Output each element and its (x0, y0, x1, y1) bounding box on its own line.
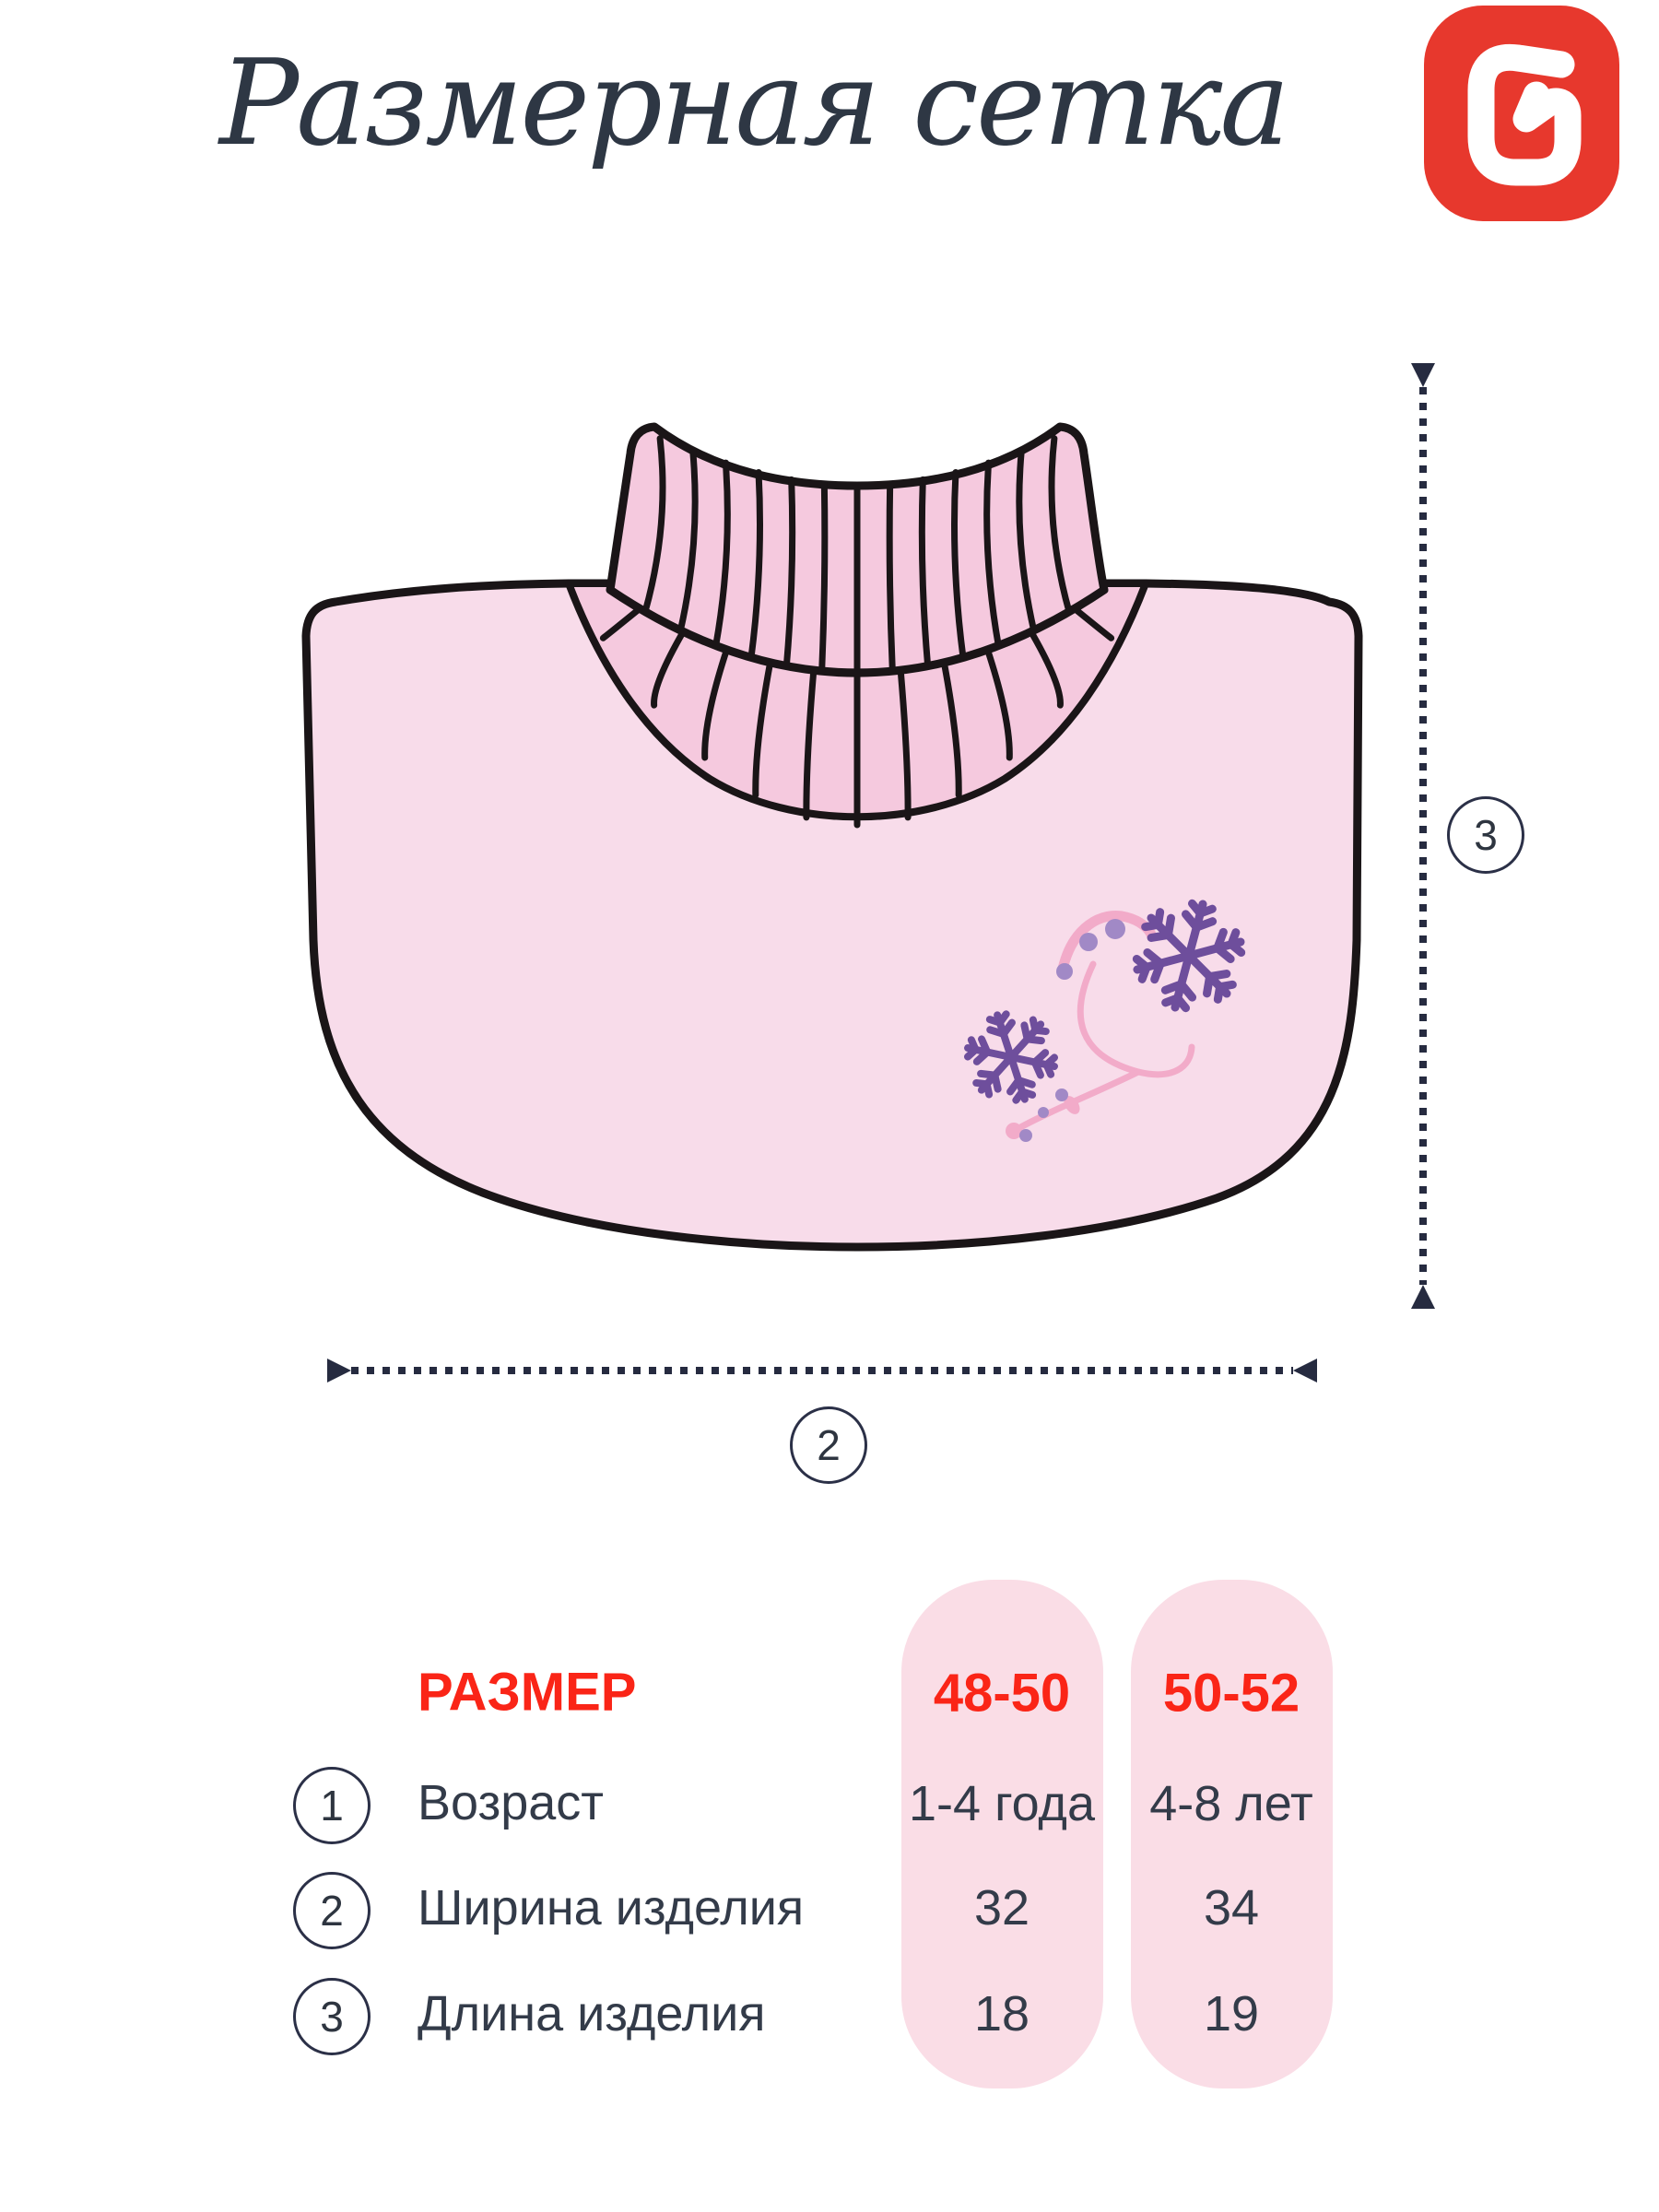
row-1-badge: 1 (293, 1767, 371, 1844)
yoke-rib-lines (600, 605, 1114, 829)
row-3-badge: 3 (293, 1978, 371, 2055)
arrow-down-icon (1411, 363, 1435, 387)
garment-illustration (301, 422, 1363, 1252)
arrow-right-icon (327, 1359, 351, 1382)
row-3-label: Длина изделия (418, 1986, 766, 2041)
row-1-value-col2: 4-8 лет (1149, 1776, 1313, 1831)
row-1-value-col1: 1-4 года (909, 1776, 1095, 1831)
width-marker-badge: 2 (790, 1406, 867, 1484)
length-dimension-line (1419, 387, 1427, 1285)
ornament-dots (1019, 919, 1125, 1142)
row-3-number: 3 (320, 1993, 344, 2041)
row-2-label: Ширина изделия (418, 1880, 805, 1936)
width-marker-number: 2 (817, 1421, 841, 1469)
row-2-value-col2: 34 (1203, 1880, 1260, 1936)
size-column-pill-1 (901, 1580, 1103, 2088)
row-1-number: 1 (320, 1782, 344, 1830)
table-header-size: РАЗМЕР (418, 1662, 637, 1723)
size-column-pill-2 (1131, 1580, 1333, 2088)
width-dimension-line (351, 1367, 1293, 1374)
arrow-left-icon (1293, 1359, 1317, 1382)
row-3-value-col2: 19 (1203, 1986, 1260, 2041)
length-marker-badge: 3 (1447, 796, 1524, 874)
table-header-size-48-50: 48-50 (933, 1663, 1071, 1724)
row-1-label: Возраст (418, 1775, 604, 1830)
row-2-badge: 2 (293, 1872, 371, 1949)
length-marker-number: 3 (1474, 811, 1498, 859)
row-2-number: 2 (320, 1887, 344, 1935)
snowflake-icons (963, 899, 1246, 1104)
garment-body (301, 579, 1363, 1252)
collar-rib-lines (641, 435, 1073, 677)
table-header-size-50-52: 50-52 (1162, 1663, 1300, 1724)
row-3-value-col1: 18 (973, 1986, 1030, 2041)
brand-logo-icon (1424, 6, 1619, 221)
arrow-up-icon (1411, 1285, 1435, 1309)
page-title: Размерная сетка (219, 35, 1290, 172)
row-2-value-col1: 32 (973, 1880, 1030, 1936)
